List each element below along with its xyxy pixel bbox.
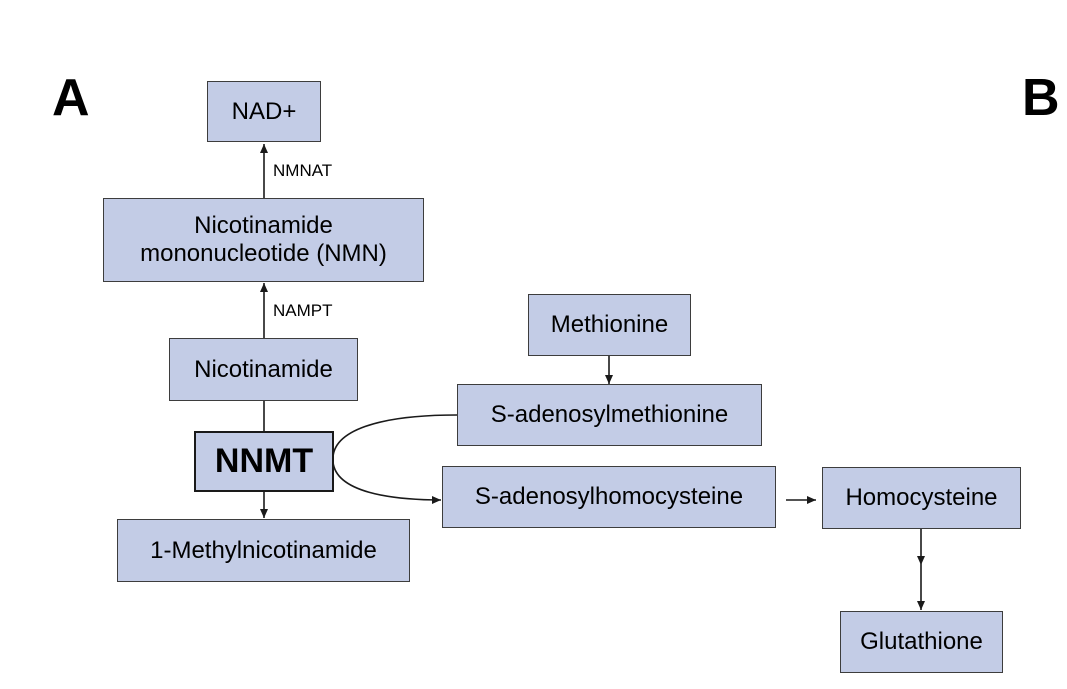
node-nmn-label: Nicotinamide mononucleotide (NMN) — [140, 212, 387, 267]
node-methionine: Methionine — [528, 294, 691, 356]
node-nicotinamide: Nicotinamide — [169, 338, 358, 401]
node-homocysteine: Homocysteine — [822, 467, 1021, 529]
curve-nnmt-to-sah — [332, 461, 442, 504]
panel-label-b: B — [1022, 69, 1060, 127]
node-sah: S-adenosylhomocysteine — [442, 466, 776, 528]
node-nnmt: NNMT — [194, 431, 334, 492]
enzyme-nmnat-label: NMNAT — [273, 161, 333, 180]
node-sam: S-adenosylmethionine — [457, 384, 762, 446]
node-methylnicotinamide: 1-Methylnicotinamide — [117, 519, 410, 582]
enzyme-nampt-label: NAMPT — [273, 301, 333, 320]
node-glutathione: Glutathione — [840, 611, 1003, 673]
node-nad: NAD+ — [207, 81, 321, 142]
node-nmn: Nicotinamide mononucleotide (NMN) — [103, 198, 424, 282]
panel-label-a: A — [52, 69, 90, 127]
curve-sam-to-nnmt — [332, 414, 458, 463]
